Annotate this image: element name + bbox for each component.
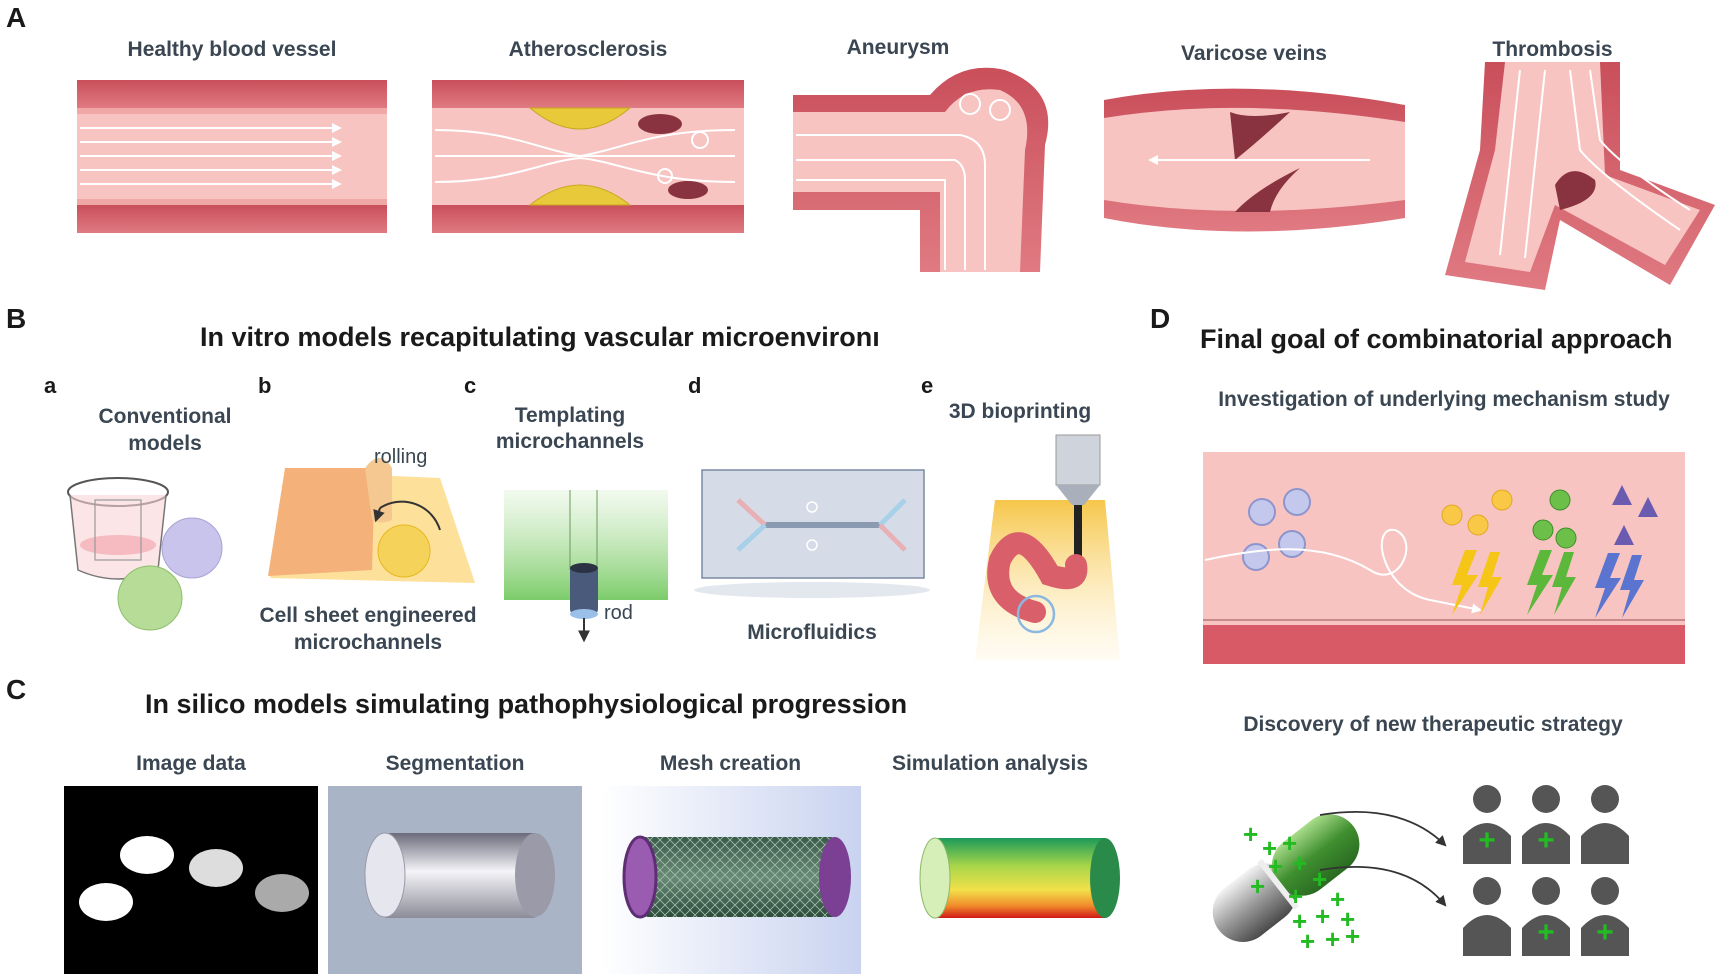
- item-label-line: microchannels: [293, 631, 443, 654]
- panel-d-letter: D: [1150, 303, 1171, 334]
- item-label-line: Cell sheet engineered: [259, 604, 477, 627]
- panel-c-title: In silico models simulating pathophysiol…: [145, 689, 908, 719]
- step-label: Mesh creation: [659, 752, 802, 775]
- condition-label: Healthy blood vessel: [127, 38, 337, 61]
- panel-a-letter: A: [6, 2, 27, 33]
- patient-icon: [1463, 785, 1511, 864]
- svg-text:+: +: [1478, 824, 1496, 857]
- item-letter: e: [921, 373, 934, 398]
- panel-d-subtitle-therapeutic: Discovery of new therapeutic strategy: [1243, 713, 1623, 736]
- svg-text:+: +: [1345, 921, 1360, 951]
- panel-d-subtitle-mechanism: Investigation of underlying mechanism st…: [1218, 388, 1670, 411]
- condition-label: Aneurysm: [846, 36, 950, 59]
- step-label: Segmentation: [385, 752, 525, 775]
- item-label-line: Conventional: [98, 405, 232, 428]
- bioprinting-illustration: [975, 434, 1120, 660]
- conventional-models-illustration: [67, 477, 223, 631]
- therapeutic-strategy-illustration: +++ +++ +++ +++ +++ ++ ++: [1212, 785, 1629, 956]
- item-letter: c: [464, 373, 477, 398]
- patient-icon: [1522, 785, 1570, 864]
- svg-text:+: +: [1330, 884, 1345, 914]
- microfluidics-illustration: [694, 469, 930, 598]
- svg-text:+: +: [1315, 901, 1330, 931]
- templating-illustration: [504, 490, 668, 643]
- item-label-line: 3D bioprinting: [948, 400, 1092, 423]
- svg-text:+: +: [1292, 906, 1307, 936]
- svg-text:+: +: [1292, 848, 1307, 878]
- item-label-line: microchannels: [495, 430, 645, 453]
- rod-annotation: rod: [604, 602, 633, 624]
- svg-text:+: +: [1300, 926, 1315, 956]
- simulation-analysis-panel: [919, 837, 1120, 919]
- item-letter: a: [44, 373, 57, 398]
- item-letter: d: [688, 373, 702, 398]
- step-label: Image data: [136, 752, 246, 775]
- item-label-line: models: [128, 432, 202, 455]
- svg-text:+: +: [1262, 833, 1277, 863]
- item-label-line: Microfluidics: [747, 621, 877, 644]
- svg-text:+: +: [1268, 851, 1283, 881]
- svg-text:+: +: [1340, 904, 1355, 934]
- patient-icon: [1522, 877, 1570, 956]
- panel-b-letter: B: [6, 303, 27, 334]
- patient-icon: [1581, 877, 1629, 956]
- svg-text:+: +: [1282, 828, 1297, 858]
- svg-text:+: +: [1288, 881, 1303, 911]
- panel-b-title: In vitro models recapitulating vascular …: [200, 322, 880, 352]
- svg-text:+: +: [1537, 916, 1555, 949]
- panel-d-title: Final goal of combinatorial approach: [1200, 324, 1673, 354]
- mechanism-study-illustration: [1203, 452, 1685, 664]
- svg-text:+: +: [1250, 871, 1265, 901]
- item-letter: b: [258, 373, 272, 398]
- panel-c-letter: C: [6, 674, 27, 705]
- segmentation-panel: [328, 786, 582, 974]
- healthy-vessel-illustration: [77, 80, 387, 233]
- svg-text:+: +: [1243, 819, 1258, 849]
- svg-text:+: +: [1325, 924, 1340, 954]
- svg-text:+: +: [1312, 864, 1327, 894]
- condition-label: Varicose veins: [1181, 42, 1327, 65]
- svg-text:+: +: [1596, 916, 1614, 949]
- mesh-creation-panel: [600, 786, 861, 974]
- image-data-panel: [64, 786, 318, 974]
- item-label-line: Templating: [514, 404, 626, 427]
- patient-icon: [1581, 785, 1629, 864]
- patient-icon: [1463, 877, 1511, 956]
- svg-text:+: +: [1537, 824, 1555, 857]
- aneurysm-illustration: [793, 67, 1049, 273]
- step-label: Simulation analysis: [891, 752, 1089, 775]
- atherosclerosis-illustration: [432, 80, 744, 233]
- varicose-veins-illustration: [1104, 88, 1405, 232]
- condition-label: Atherosclerosis: [508, 38, 668, 61]
- thrombosis-illustration: [1445, 62, 1715, 290]
- condition-label: Thrombosis: [1492, 38, 1613, 61]
- rolling-annotation: rolling: [374, 446, 428, 468]
- cell-sheet-illustration: [268, 458, 475, 583]
